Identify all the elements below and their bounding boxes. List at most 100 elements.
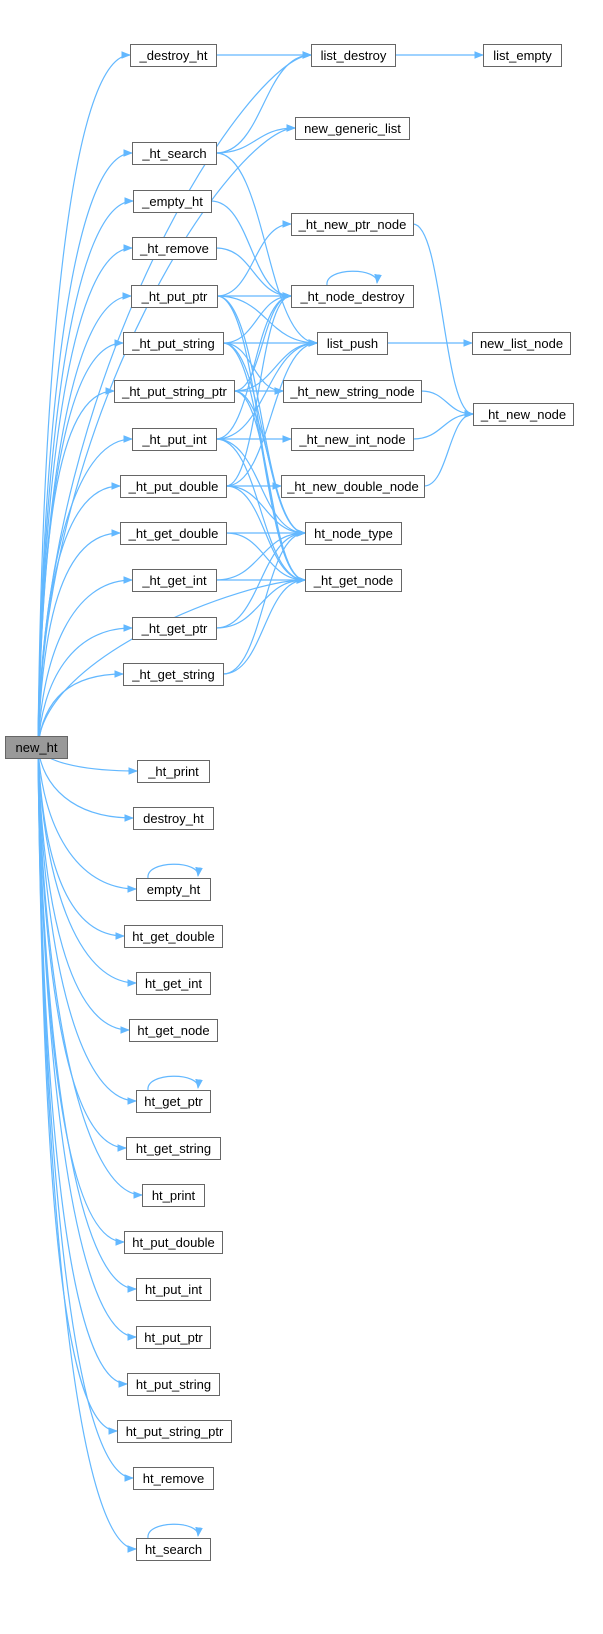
node-box-ht-get-double[interactable] (124, 925, 223, 948)
node-box-empty-ht[interactable] (133, 190, 212, 213)
node-ht-node-type[interactable]: ht_node_type (305, 522, 402, 545)
node-box-list-destroy[interactable] (311, 44, 396, 67)
node-box-ht-remove[interactable] (132, 237, 217, 260)
node-ht-new-string-node[interactable]: _ht_new_string_node (283, 380, 422, 403)
node-box-ht-put-string-ptr[interactable] (117, 1420, 232, 1443)
node-box-ht-new-double-node[interactable] (281, 475, 425, 498)
node-box-ht-put-double[interactable] (124, 1231, 223, 1254)
node-new-ht[interactable]: new_ht (5, 736, 68, 759)
node-box-list-push[interactable] (317, 332, 388, 355)
node-ht-get-string[interactable]: ht_get_string (126, 1137, 221, 1160)
node-ht-search[interactable]: _ht_search (132, 142, 217, 165)
node-box-ht-put-int[interactable] (132, 428, 217, 451)
node-ht-put-string[interactable]: ht_put_string (127, 1373, 220, 1396)
edge-ht-remove-to-ht-node-destroy (215, 247, 292, 300)
node-ht-new-int-node[interactable]: _ht_new_int_node (291, 428, 414, 451)
edge-new-ht-to-ht-put-double (37, 482, 121, 748)
node-ht-put-ptr[interactable]: _ht_put_ptr (131, 285, 218, 308)
edge-ht-get-int-to-ht-node-type (215, 529, 306, 581)
node-ht-put-int[interactable]: ht_put_int (136, 1278, 211, 1301)
node-box-ht-put-double[interactable] (120, 475, 227, 498)
node-box-ht-print[interactable] (137, 760, 210, 783)
node-label-ht-put-int: _ht_put_int (141, 432, 207, 447)
node-ht-print[interactable]: _ht_print (137, 760, 210, 783)
node-box-empty-ht[interactable] (136, 878, 211, 901)
node-box-ht-get-double[interactable] (120, 522, 227, 545)
node-box-ht-get-ptr[interactable] (136, 1090, 211, 1113)
node-ht-get-double[interactable]: _ht_get_double (120, 522, 227, 545)
node-destroy-ht[interactable]: _destroy_ht (130, 44, 217, 67)
node-box-new-list-node[interactable] (472, 332, 571, 355)
node-ht-get-int[interactable]: _ht_get_int (132, 569, 217, 592)
node-box-list-empty[interactable] (483, 44, 562, 67)
node-ht-get-ptr[interactable]: ht_get_ptr (136, 1090, 211, 1113)
node-ht-new-node[interactable]: _ht_new_node (473, 403, 574, 426)
node-list-empty[interactable]: list_empty (483, 44, 562, 67)
node-box-ht-print[interactable] (142, 1184, 205, 1207)
node-box-destroy-ht[interactable] (133, 807, 214, 830)
edge-new-ht-to-new-generic-list (37, 124, 296, 748)
node-box-ht-new-string-node[interactable] (283, 380, 422, 403)
node-box-new-ht[interactable] (5, 736, 68, 759)
edge-new-ht-to-ht-get-double (37, 529, 121, 748)
node-ht-get-node[interactable]: ht_get_node (129, 1019, 218, 1042)
node-ht-search[interactable]: ht_search (136, 1538, 211, 1561)
node-box-ht-put-string[interactable] (123, 332, 224, 355)
node-box-ht-search[interactable] (136, 1538, 211, 1561)
node-ht-get-int[interactable]: ht_get_int (136, 972, 211, 995)
node-list-destroy[interactable]: list_destroy (311, 44, 396, 67)
node-ht-put-double[interactable]: _ht_put_double (120, 475, 227, 498)
edge-ht-put-ptr-to-ht-new-ptr-node (216, 220, 292, 297)
node-box-ht-put-ptr[interactable] (136, 1326, 211, 1349)
node-box-ht-get-node[interactable] (305, 569, 402, 592)
node-ht-put-double[interactable]: ht_put_double (124, 1231, 223, 1254)
node-box-ht-node-type[interactable] (305, 522, 402, 545)
node-label-ht-put-ptr: _ht_put_ptr (141, 289, 208, 304)
node-box-destroy-ht[interactable] (130, 44, 217, 67)
node-ht-get-node[interactable]: _ht_get_node (305, 569, 402, 592)
node-new-generic-list[interactable]: new_generic_list (295, 117, 410, 140)
node-ht-new-ptr-node[interactable]: _ht_new_ptr_node (291, 213, 414, 236)
node-ht-put-string[interactable]: _ht_put_string (123, 332, 224, 355)
edge-new-ht-to-ht-search (37, 746, 137, 1553)
node-ht-node-destroy[interactable]: _ht_node_destroy (291, 285, 414, 308)
node-ht-print[interactable]: ht_print (142, 1184, 205, 1207)
node-box-ht-get-string[interactable] (123, 663, 224, 686)
node-box-ht-new-ptr-node[interactable] (291, 213, 414, 236)
node-ht-get-ptr[interactable]: _ht_get_ptr (132, 617, 217, 640)
node-ht-put-string-ptr[interactable]: _ht_put_string_ptr (114, 380, 235, 403)
node-box-ht-search[interactable] (132, 142, 217, 165)
node-box-new-generic-list[interactable] (295, 117, 410, 140)
node-box-ht-new-node[interactable] (473, 403, 574, 426)
node-box-ht-new-int-node[interactable] (291, 428, 414, 451)
node-ht-remove[interactable]: _ht_remove (132, 237, 217, 260)
node-label-destroy-ht: _destroy_ht (139, 48, 208, 63)
node-box-ht-put-int[interactable] (136, 1278, 211, 1301)
node-box-ht-remove[interactable] (133, 1467, 214, 1490)
node-box-ht-get-node[interactable] (129, 1019, 218, 1042)
node-ht-put-ptr[interactable]: ht_put_ptr (136, 1326, 211, 1349)
node-ht-new-double-node[interactable]: _ht_new_double_node (281, 475, 425, 498)
node-ht-put-int[interactable]: _ht_put_int (132, 428, 217, 451)
node-box-ht-put-string-ptr[interactable] (114, 380, 235, 403)
node-box-ht-put-string[interactable] (127, 1373, 220, 1396)
node-new-list-node[interactable]: new_list_node (472, 332, 571, 355)
node-ht-put-string-ptr[interactable]: ht_put_string_ptr (117, 1420, 232, 1443)
node-empty-ht[interactable]: empty_ht (136, 878, 211, 901)
node-box-ht-get-ptr[interactable] (132, 617, 217, 640)
node-empty-ht[interactable]: _empty_ht (133, 190, 212, 213)
edge-new-ht-to-ht-put-string (37, 746, 128, 1388)
node-label-empty-ht: empty_ht (147, 882, 201, 897)
node-label-ht-node-destroy: _ht_node_destroy (299, 289, 405, 304)
node-box-ht-get-int[interactable] (132, 569, 217, 592)
node-list-push[interactable]: list_push (317, 332, 388, 355)
edge-ht-get-ptr-to-ht-get-ptr (147, 1075, 203, 1091)
node-box-ht-get-string[interactable] (126, 1137, 221, 1160)
node-ht-get-double[interactable]: ht_get_double (124, 925, 223, 948)
node-ht-remove[interactable]: ht_remove (133, 1467, 214, 1490)
node-box-ht-put-ptr[interactable] (131, 285, 218, 308)
node-box-ht-get-int[interactable] (136, 972, 211, 995)
node-destroy-ht[interactable]: destroy_ht (133, 807, 214, 830)
node-ht-get-string[interactable]: _ht_get_string (123, 663, 224, 686)
node-box-ht-node-destroy[interactable] (291, 285, 414, 308)
